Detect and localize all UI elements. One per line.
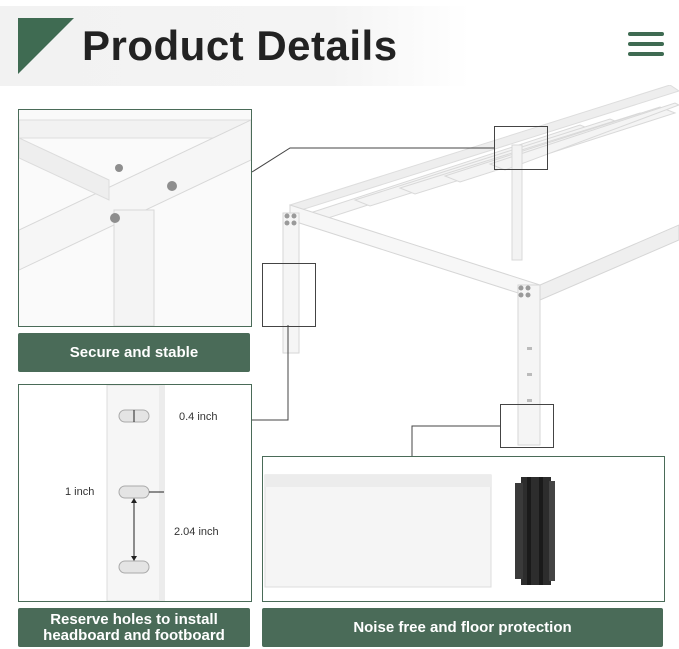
callout-box-leg [262,263,316,327]
header-background [0,6,470,86]
accent-triangle-icon [18,18,74,74]
foot-cap-closeup-image [263,457,664,601]
joint-closeup-image [19,110,251,326]
holes-label-line1: Reserve holes to install [50,610,218,628]
noise-label: Noise free and floor protection [262,608,663,647]
gap-measurement: 1 inch [65,486,95,498]
secure-detail-panel [18,109,252,327]
hamburger-menu-icon[interactable] [628,32,664,56]
callout-box-foot [500,404,554,448]
slot-measurement: 0.4 inch [179,411,218,423]
rubber-foot-cap-icon [515,477,555,585]
noise-detail-panel [262,456,665,602]
spacing-measurement: 2.04 inch [174,526,219,538]
holes-label-line2: headboard and footboard [43,626,225,644]
leg-holes-closeup-image [19,385,251,601]
holes-label: Reserve holes to install headboard and f… [18,608,250,647]
page-title: Product Details [82,22,398,69]
holes-detail-panel: 0.4 inch 1 inch 2.04 inch [18,384,252,602]
secure-label: Secure and stable [18,333,250,372]
callout-box-joint [494,126,548,170]
